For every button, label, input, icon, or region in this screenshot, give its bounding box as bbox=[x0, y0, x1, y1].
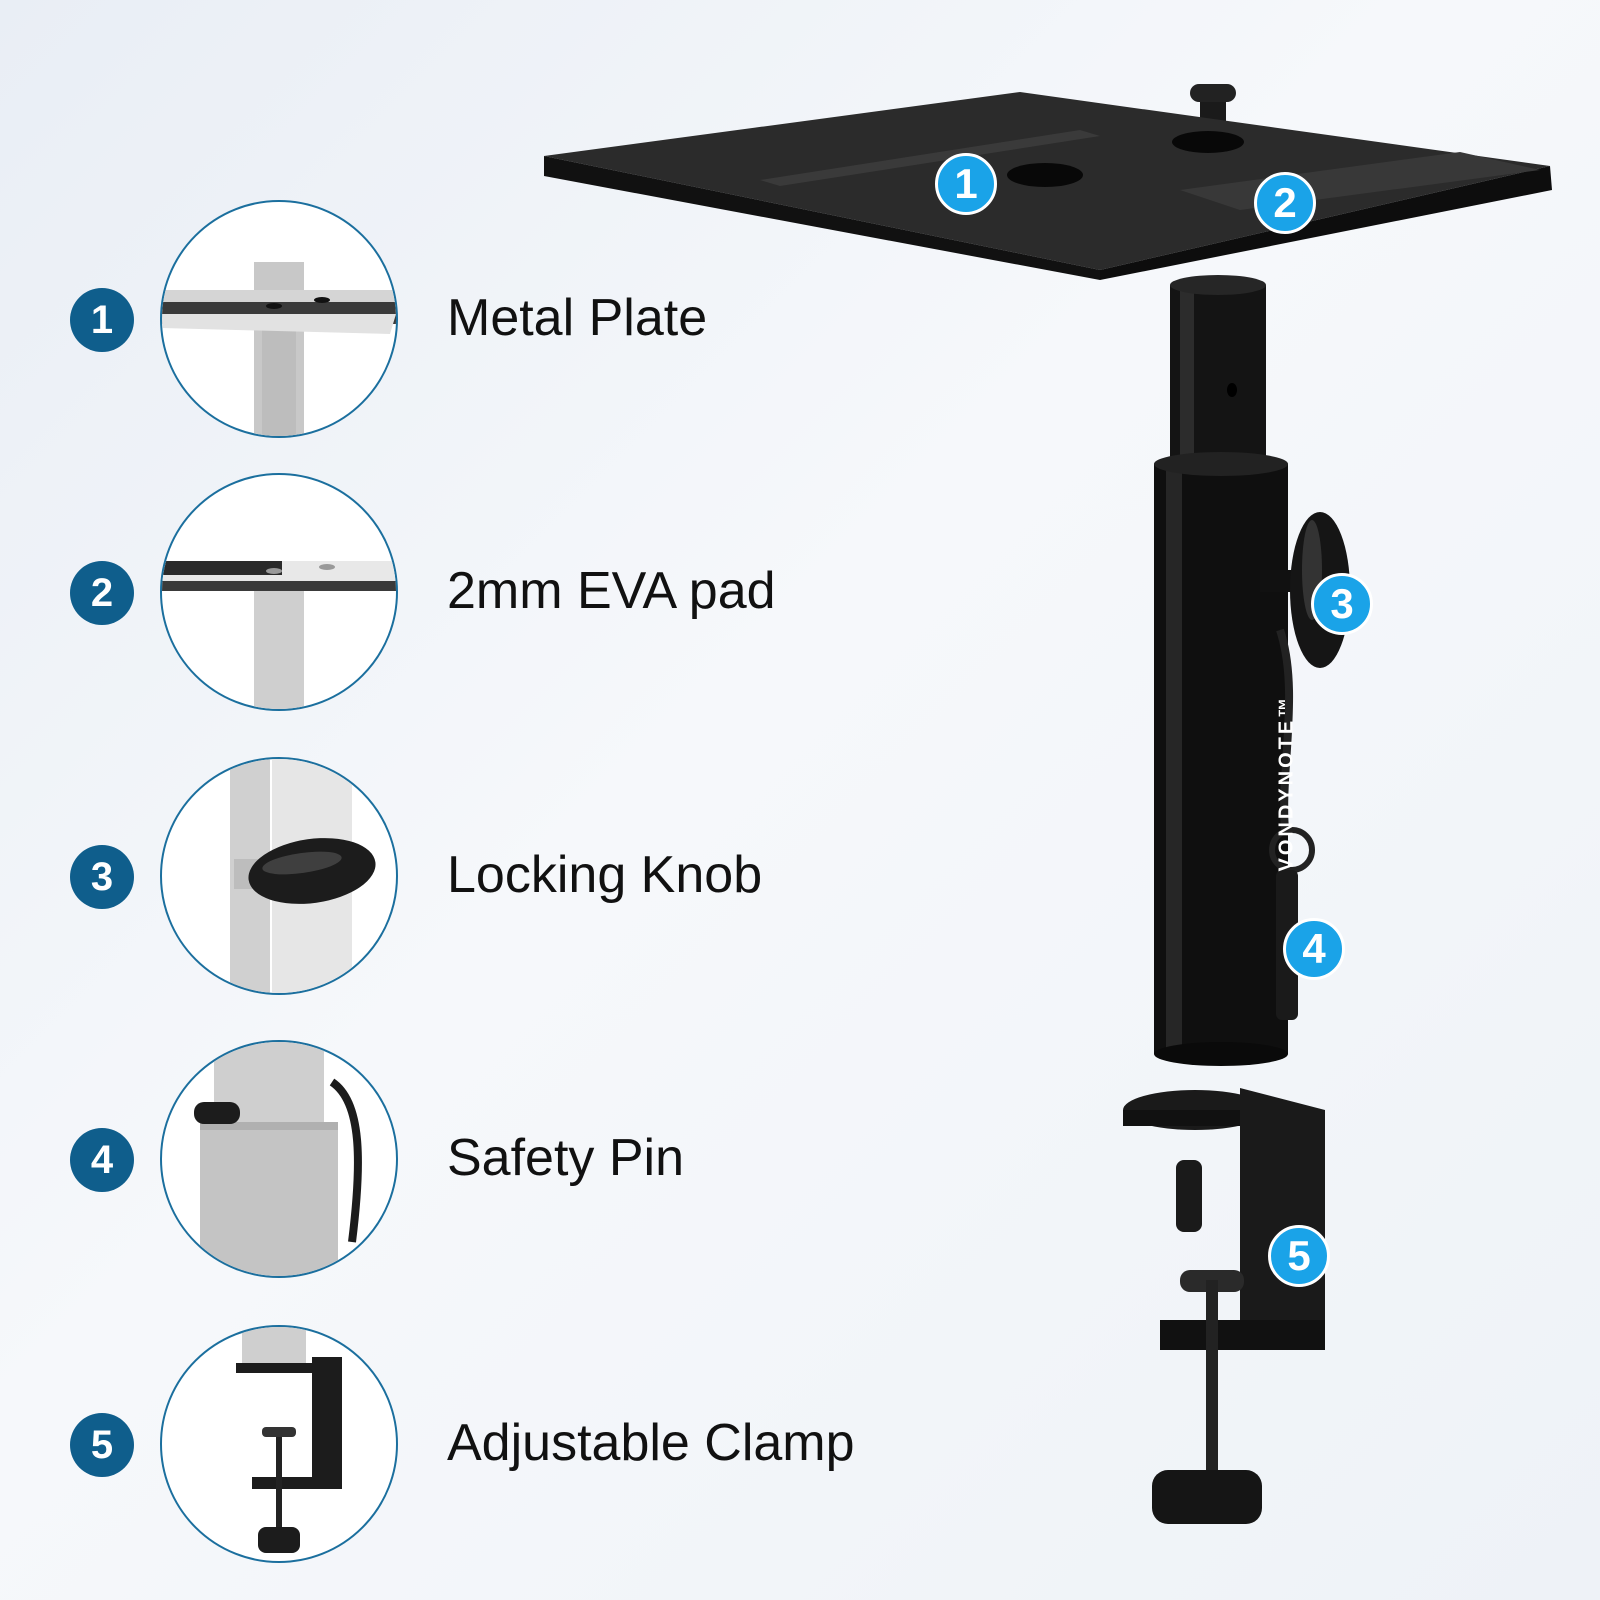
eva-pad-thumb-icon bbox=[160, 473, 398, 711]
clamp bbox=[1123, 1088, 1325, 1524]
feature-row-eva-pad: 2 2mm EVA pad bbox=[0, 473, 960, 713]
feature-label: Metal Plate bbox=[447, 289, 708, 347]
callout-4: 4 bbox=[1283, 918, 1345, 980]
feature-label: 2mm EVA pad bbox=[447, 562, 776, 620]
callout-3: 3 bbox=[1311, 573, 1373, 635]
feature-label: Locking Knob bbox=[447, 846, 763, 904]
feature-row-locking-knob: 3 Locking Knob bbox=[0, 757, 960, 997]
safety-pin-thumb-icon bbox=[160, 1040, 398, 1278]
feature-label: Adjustable Clamp bbox=[447, 1414, 855, 1472]
metal-plate-thumb-icon bbox=[160, 200, 398, 438]
locking-knob-thumb-icon bbox=[160, 757, 398, 995]
callout-2: 2 bbox=[1254, 172, 1316, 234]
brand-logo: VONDYNOTE™ bbox=[1275, 694, 1298, 872]
feature-number-badge: 2 bbox=[70, 561, 134, 625]
feature-number-badge: 3 bbox=[70, 845, 134, 909]
metal-plate bbox=[544, 92, 1552, 280]
feature-number-badge: 1 bbox=[70, 288, 134, 352]
feature-row-metal-plate: 1 Metal Plate bbox=[0, 200, 960, 440]
feature-number-badge: 5 bbox=[70, 1413, 134, 1477]
lower-sleeve bbox=[1154, 452, 1288, 1066]
upper-tube bbox=[1170, 275, 1266, 485]
feature-label: Safety Pin bbox=[447, 1129, 685, 1187]
clamp-thumb-icon bbox=[160, 1325, 398, 1563]
feature-row-clamp: 5 Adjustable Clamp bbox=[0, 1325, 960, 1565]
speaker-stand-illustration bbox=[544, 84, 1552, 1524]
callout-1: 1 bbox=[935, 153, 997, 215]
callout-5: 5 bbox=[1268, 1225, 1330, 1287]
feature-row-safety-pin: 4 Safety Pin bbox=[0, 1040, 960, 1280]
feature-number-badge: 4 bbox=[70, 1128, 134, 1192]
